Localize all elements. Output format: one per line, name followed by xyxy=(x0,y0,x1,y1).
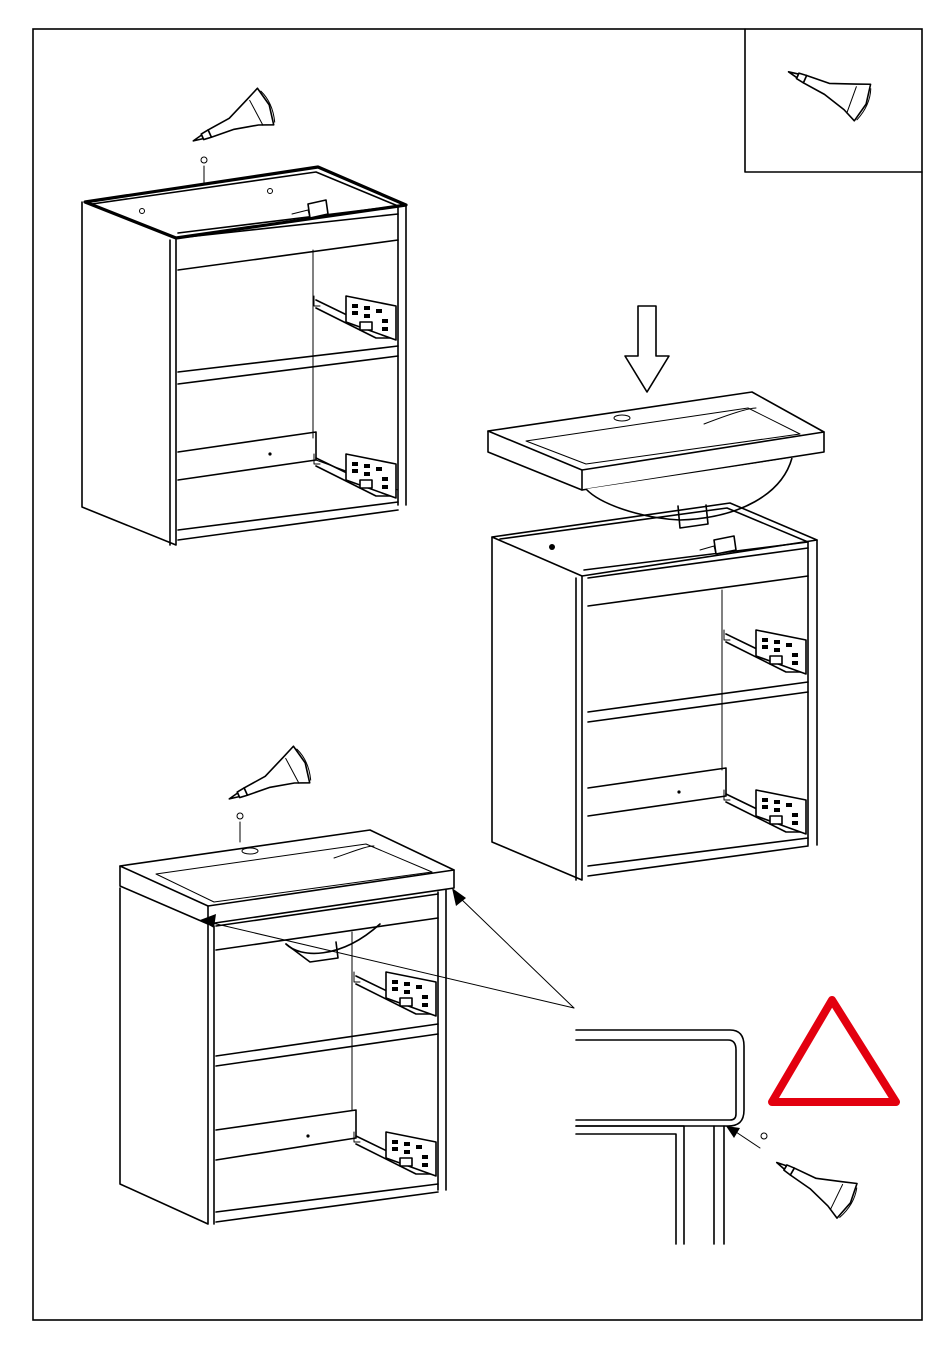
glue-tube-icon xyxy=(184,86,278,157)
glue-tube-icon xyxy=(768,1143,862,1220)
glue-tube-icon xyxy=(220,744,314,815)
down-arrow-icon xyxy=(625,306,669,392)
page-frame xyxy=(33,29,922,1320)
step-2-basin-placement xyxy=(488,306,824,880)
warning-triangle-icon xyxy=(772,1000,896,1102)
step-3-sealing xyxy=(120,744,861,1244)
legend-box xyxy=(745,29,922,172)
step-1-cabinet xyxy=(82,86,406,545)
glue-tube-icon xyxy=(781,52,875,123)
